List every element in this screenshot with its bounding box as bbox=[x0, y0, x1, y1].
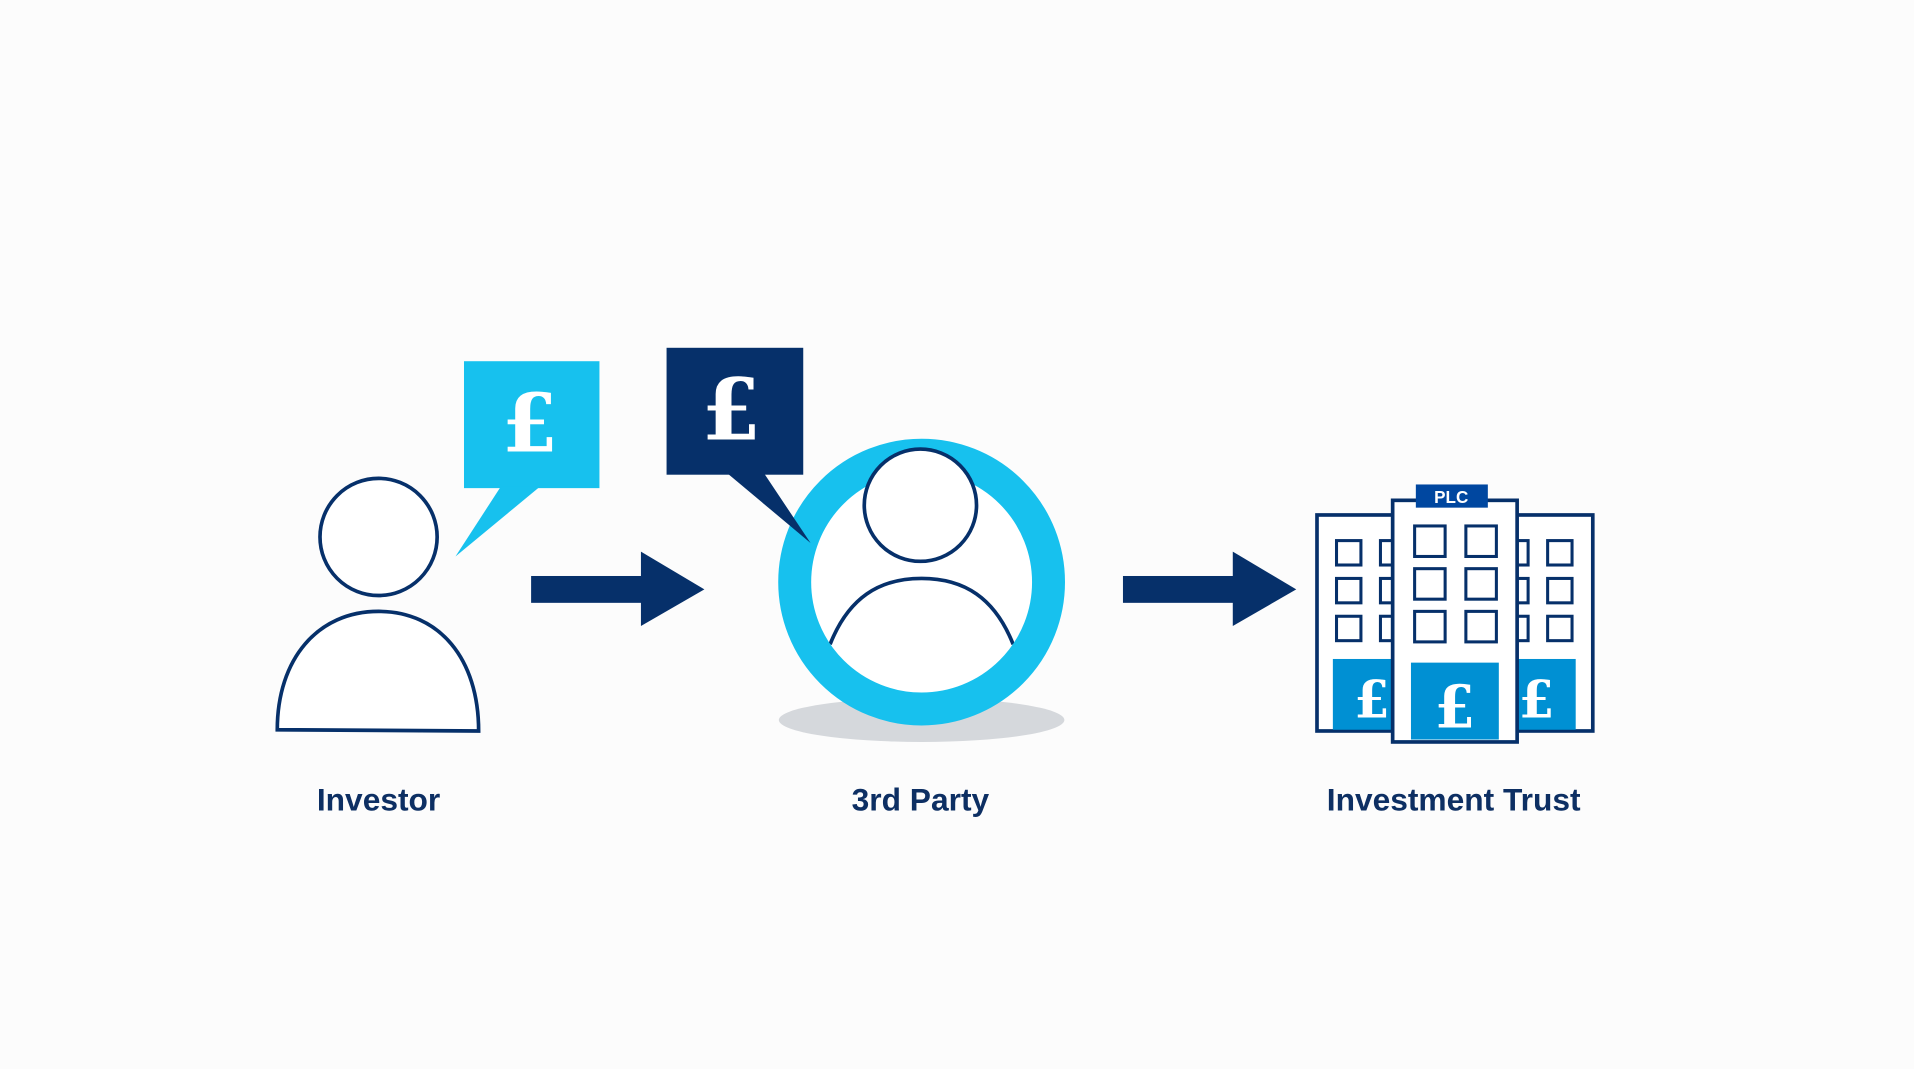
plc-sign: PLC bbox=[1434, 488, 1468, 507]
investor-label: Investor bbox=[317, 781, 440, 817]
pound-icon: £ bbox=[1354, 671, 1390, 731]
third-party-icon bbox=[778, 438, 1065, 742]
third-party-speech-bubble: £ bbox=[666, 347, 811, 544]
investor-icon bbox=[275, 476, 481, 733]
pound-icon: £ bbox=[1519, 671, 1555, 731]
building-icon bbox=[1315, 484, 1595, 744]
arrow-right-icon bbox=[1122, 551, 1297, 627]
third-party-label: 3rd Party bbox=[852, 781, 990, 817]
investment-trust-label: Investment Trust bbox=[1327, 781, 1581, 817]
investor-speech-bubble: £ bbox=[455, 361, 600, 557]
pound-icon: £ bbox=[1435, 672, 1476, 741]
pound-icon: £ bbox=[702, 360, 761, 460]
arrow-right-icon bbox=[531, 551, 705, 627]
pound-icon: £ bbox=[502, 376, 558, 471]
